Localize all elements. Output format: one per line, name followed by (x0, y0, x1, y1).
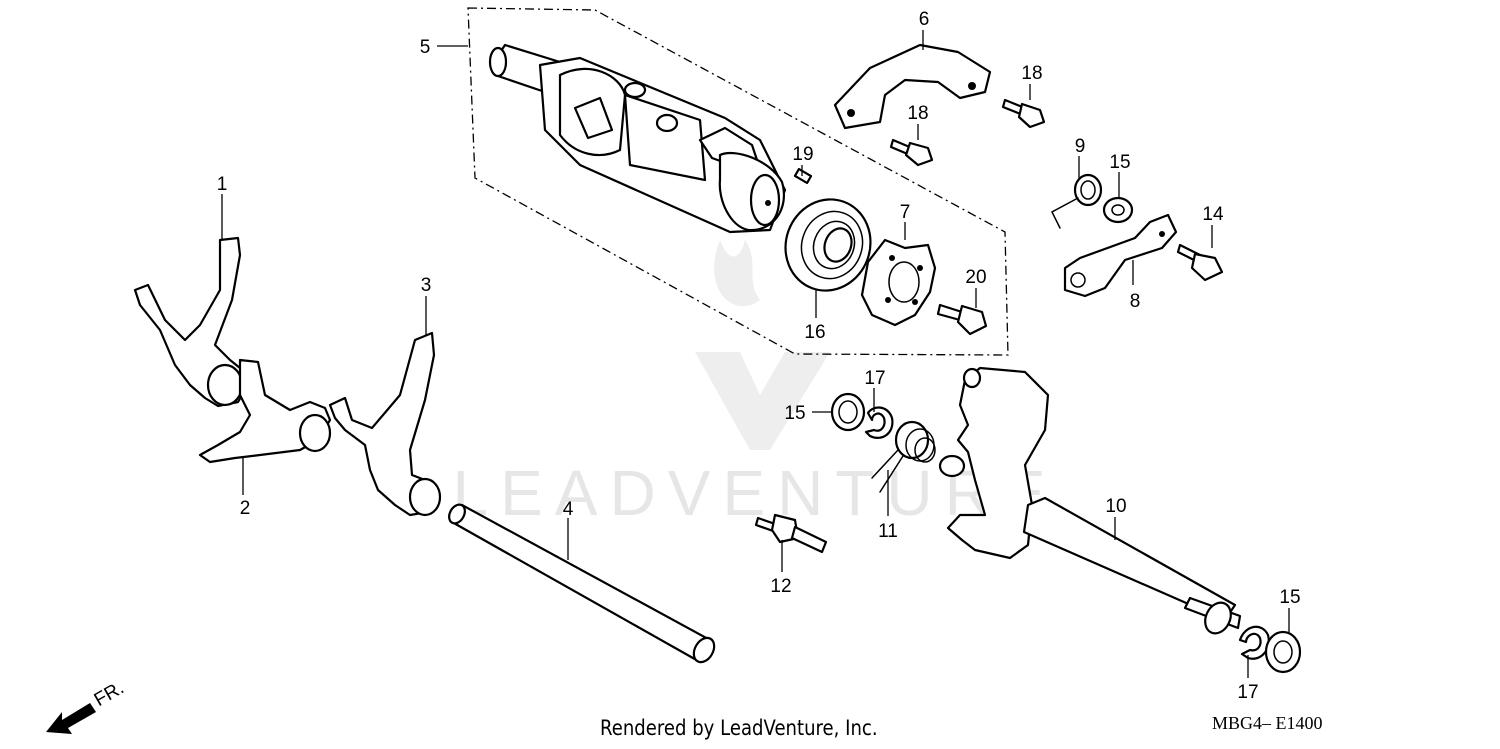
callout-14: 15 (1109, 152, 1130, 173)
callout-9: 9 (1075, 136, 1086, 157)
callout-15: 15 (784, 403, 805, 424)
shift-fork-1 (133, 236, 250, 408)
washer-inner (838, 400, 858, 424)
callout-11: 11 (878, 521, 898, 542)
plate-hole (847, 109, 855, 117)
footer-credit: Rendered by LeadVenture, Inc. (600, 716, 878, 740)
ball-bearing (784, 198, 872, 292)
shift-fork-3 (328, 331, 437, 517)
callout-13: 14 (1202, 204, 1224, 225)
bearing-plate (833, 43, 992, 130)
callout-19: 19 (792, 144, 813, 165)
circlip (864, 406, 894, 439)
callout-5: 5 (420, 37, 431, 58)
callout-18: 18 (1021, 63, 1042, 84)
fork-boss (408, 477, 442, 517)
return-spring (871, 420, 936, 493)
fork-shaft-end (692, 636, 716, 664)
callout-17: 17 (864, 368, 885, 389)
flange-bolt (889, 138, 934, 167)
watermark-logo: LEADVENTURE (453, 240, 1046, 529)
fork-boss (206, 363, 244, 407)
callout-2: 2 (240, 498, 251, 519)
shift-drum (488, 43, 787, 234)
direction-label: FR. (91, 677, 128, 710)
circlip (1238, 625, 1270, 660)
callout-6: 6 (919, 9, 930, 30)
stopper-spring (1051, 173, 1103, 229)
drum-center (860, 238, 937, 327)
shift-fork-2 (198, 358, 332, 464)
socket-bolt (936, 303, 988, 336)
arm-pivot (1159, 231, 1165, 237)
washer (1102, 196, 1134, 224)
callout-12: 12 (770, 576, 791, 597)
gearshift-spindle (938, 366, 1242, 635)
callout-labels: 5 1 2 3 4 6 18 18 19 7 9 15 14 8 20 16 1… (217, 9, 1301, 703)
callout-7: 7 (900, 202, 911, 223)
spring-pin (754, 513, 828, 554)
callout-18: 18 (907, 103, 928, 124)
callout-10: 10 (1105, 496, 1126, 517)
stopper-arm (1063, 213, 1178, 298)
oil-seal-washer (1264, 630, 1302, 674)
plate-hole (968, 82, 976, 90)
callout-17: 17 (1237, 682, 1258, 703)
flange-bolt (1001, 98, 1046, 129)
fork-shaft-end (448, 503, 466, 525)
callout-16: 16 (804, 322, 825, 343)
stopper-bolt (1176, 243, 1224, 282)
callout-1: 1 (217, 174, 228, 195)
callout-20: 20 (965, 267, 986, 288)
callout-4: 4 (563, 499, 574, 520)
leader-lines (221, 30, 1290, 678)
dowel-pin (793, 167, 813, 185)
washer-hole (1111, 204, 1125, 216)
callout-15: 15 (1279, 587, 1300, 608)
fork-boss (298, 413, 332, 453)
diagram-code: MBG4– E1400 (1212, 713, 1323, 733)
arm-roller (1070, 272, 1086, 288)
front-direction-arrow: FR. (46, 677, 128, 734)
callout-8: 8 (1130, 291, 1141, 312)
oil-seal-washer (830, 392, 866, 432)
assembly-outline (467, 7, 1009, 356)
washer-inner (1273, 640, 1293, 664)
callout-3: 3 (421, 275, 432, 296)
